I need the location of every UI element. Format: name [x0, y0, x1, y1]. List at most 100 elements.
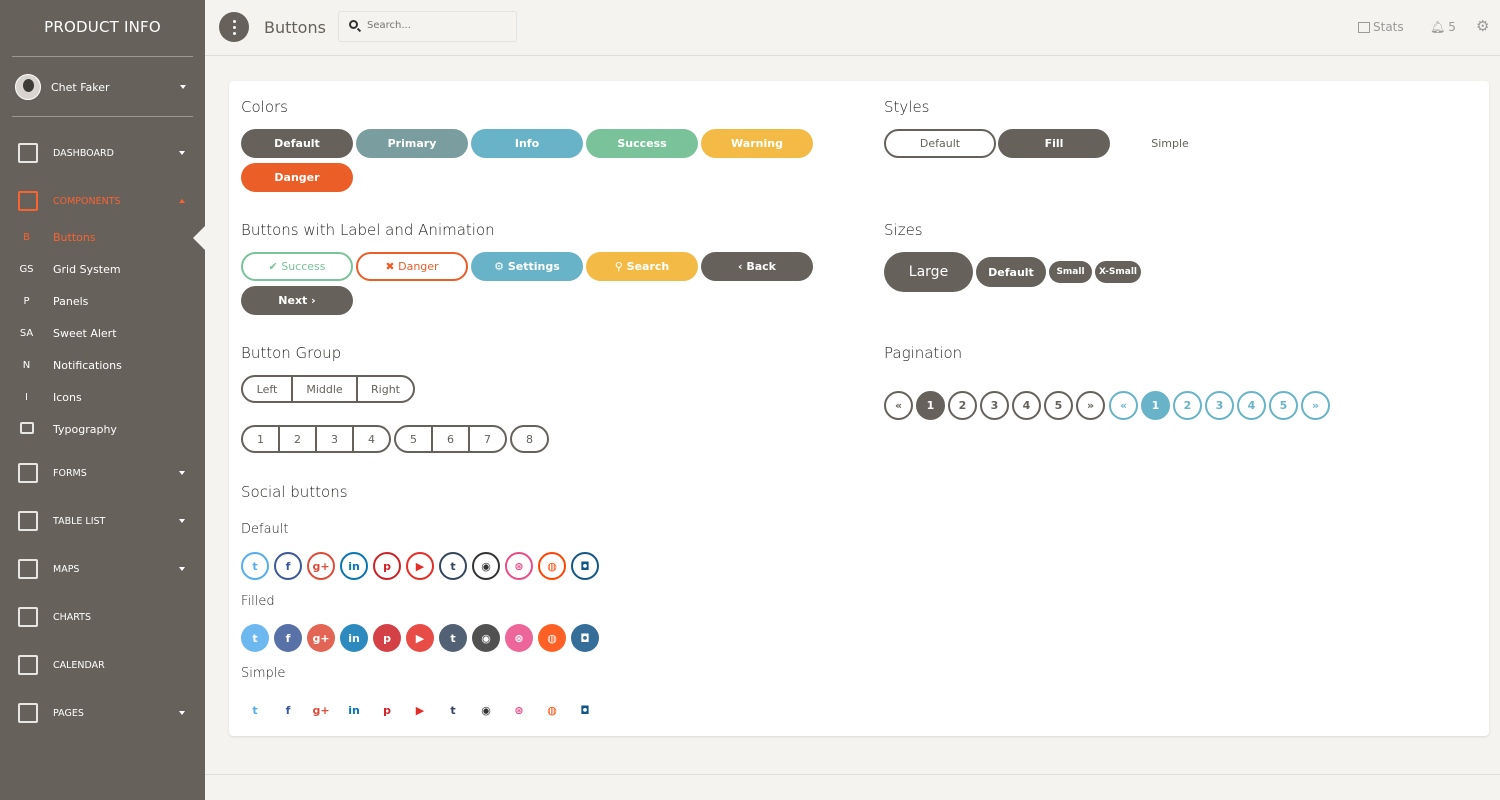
sidebar-item-calendar[interactable]: CALENDAR	[0, 650, 205, 680]
default-button[interactable]: Default	[241, 129, 353, 158]
pagination-page-3[interactable]: 3	[980, 391, 1009, 420]
facebook-icon[interactable]: f	[274, 624, 302, 652]
pagination-next[interactable]: »	[1076, 391, 1105, 420]
youtube-icon[interactable]: ▶	[406, 552, 434, 580]
group-button-1[interactable]: 1	[243, 427, 280, 451]
github-icon[interactable]: ◉	[472, 552, 500, 580]
small-button[interactable]: Small	[1049, 261, 1092, 283]
instagram-icon[interactable]: ◘	[580, 703, 590, 717]
tumblr-icon[interactable]: t	[439, 624, 467, 652]
tumblr-icon[interactable]: t	[439, 552, 467, 580]
facebook-icon[interactable]: f	[274, 552, 302, 580]
sidebar-item-components[interactable]: COMPONENTS	[0, 186, 205, 216]
style-simple-button[interactable]: Simple	[1151, 137, 1189, 150]
group-button-middle[interactable]: Middle	[293, 377, 358, 401]
linkedin-icon[interactable]: in	[340, 624, 368, 652]
group-button-7[interactable]: 7	[484, 432, 491, 446]
settings-label-button[interactable]: ⚙ Settings	[471, 252, 583, 281]
youtube-icon[interactable]: ▶	[415, 703, 425, 717]
group-button-8[interactable]: 8	[526, 432, 533, 446]
xsmall-button[interactable]: X-Small	[1095, 261, 1141, 283]
group-button-right[interactable]: Right	[371, 382, 400, 396]
pagination-info-page-5[interactable]: 5	[1269, 391, 1298, 420]
reddit-icon[interactable]: ◍	[547, 703, 557, 717]
group-button-2[interactable]: 2	[280, 427, 317, 451]
google-plus-icon[interactable]: g+	[312, 703, 330, 717]
settings-button[interactable]: ⚙	[1476, 17, 1489, 35]
notifications-link[interactable]: 🔔︎ 5	[1430, 20, 1456, 34]
twitter-icon[interactable]: t	[241, 552, 269, 580]
pagination-prev[interactable]: «	[884, 391, 913, 420]
twitter-icon[interactable]: t	[252, 703, 258, 717]
sidebar-subitem-grid-system[interactable]: GS Grid System	[0, 259, 205, 279]
pinterest-icon[interactable]: p	[373, 624, 401, 652]
pagination-page-4[interactable]: 4	[1012, 391, 1041, 420]
stats-link[interactable]: Stats	[1358, 20, 1404, 34]
dribbble-icon[interactable]: ⊛	[505, 552, 533, 580]
pagination-info-page-1[interactable]: 1	[1141, 391, 1170, 420]
sidebar-item-forms[interactable]: FORMS	[0, 458, 205, 488]
pagination-page-5[interactable]: 5	[1044, 391, 1073, 420]
google-plus-icon[interactable]: g+	[307, 624, 335, 652]
sidebar-subitem-sweet-alert[interactable]: SA Sweet Alert	[0, 323, 205, 343]
sidebar-subitem-typography[interactable]: Typography	[0, 419, 205, 439]
pagination-info-page-4[interactable]: 4	[1237, 391, 1266, 420]
pinterest-icon[interactable]: p	[373, 552, 401, 580]
search-box[interactable]	[338, 11, 517, 42]
github-icon[interactable]: ◉	[472, 624, 500, 652]
sidebar-subitem-panels[interactable]: P Panels	[0, 291, 205, 311]
sidebar-item-maps[interactable]: MAPS	[0, 554, 205, 584]
facebook-icon[interactable]: f	[285, 703, 291, 717]
reddit-icon[interactable]: ◍	[538, 624, 566, 652]
sidebar-item-charts[interactable]: CHARTS	[0, 602, 205, 632]
sidebar-subitem-icons[interactable]: I Icons	[0, 387, 205, 407]
instagram-icon[interactable]: ◘	[571, 552, 599, 580]
pagination-info-page-3[interactable]: 3	[1205, 391, 1234, 420]
sidebar-item-pages[interactable]: PAGES	[0, 698, 205, 728]
style-default-button[interactable]: Default	[884, 129, 996, 158]
pagination-page-1[interactable]: 1	[916, 391, 945, 420]
google-plus-icon[interactable]: g+	[307, 552, 335, 580]
sidebar-subitem-buttons[interactable]: B Buttons	[0, 227, 205, 247]
sidebar-item-dashboard[interactable]: DASHBOARD	[0, 138, 205, 168]
success-button[interactable]: Success	[586, 129, 698, 158]
style-fill-button[interactable]: Fill	[998, 129, 1110, 158]
dribbble-icon[interactable]: ⊛	[514, 703, 524, 717]
pinterest-icon[interactable]: p	[383, 703, 391, 717]
back-label-button[interactable]: ‹ Back	[701, 252, 813, 281]
dribbble-icon[interactable]: ⊛	[505, 624, 533, 652]
group-button-5[interactable]: 5	[396, 427, 433, 451]
group-button-4[interactable]: 4	[368, 432, 375, 446]
instagram-icon[interactable]: ◘	[571, 624, 599, 652]
warning-button[interactable]: Warning	[701, 129, 813, 158]
reddit-icon[interactable]: ◍	[538, 552, 566, 580]
brand-logo[interactable]: PRODUCT INFO	[44, 18, 161, 36]
menu-toggle-button[interactable]	[219, 12, 249, 42]
pagination-info-next[interactable]: »	[1301, 391, 1330, 420]
pagination-page-2[interactable]: 2	[948, 391, 977, 420]
large-button[interactable]: Large	[884, 252, 973, 292]
group-button-3[interactable]: 3	[317, 427, 354, 451]
next-label-button[interactable]: Next ›	[241, 286, 353, 315]
primary-button[interactable]: Primary	[356, 129, 468, 158]
pagination-info-page-2[interactable]: 2	[1173, 391, 1202, 420]
linkedin-icon[interactable]: in	[340, 552, 368, 580]
info-button[interactable]: Info	[471, 129, 583, 158]
user-menu[interactable]: Chet Faker	[15, 72, 190, 102]
default-size-button[interactable]: Default	[976, 257, 1046, 287]
tumblr-icon[interactable]: t	[450, 703, 456, 717]
pagination-info-prev[interactable]: «	[1109, 391, 1138, 420]
success-label-button[interactable]: ✔ Success	[241, 252, 353, 281]
danger-label-button[interactable]: ✖ Danger	[356, 252, 468, 281]
danger-button[interactable]: Danger	[241, 163, 353, 192]
linkedin-icon[interactable]: in	[348, 703, 360, 717]
github-icon[interactable]: ◉	[481, 703, 491, 717]
youtube-icon[interactable]: ▶	[406, 624, 434, 652]
sidebar-subitem-notifications[interactable]: N Notifications	[0, 355, 205, 375]
search-label-button[interactable]: ⚲ Search	[586, 252, 698, 281]
group-button-left[interactable]: Left	[243, 377, 293, 401]
sidebar-item-table-list[interactable]: TABLE LIST	[0, 506, 205, 536]
search-input[interactable]	[367, 20, 507, 31]
group-button-6[interactable]: 6	[433, 427, 470, 451]
twitter-icon[interactable]: t	[241, 624, 269, 652]
